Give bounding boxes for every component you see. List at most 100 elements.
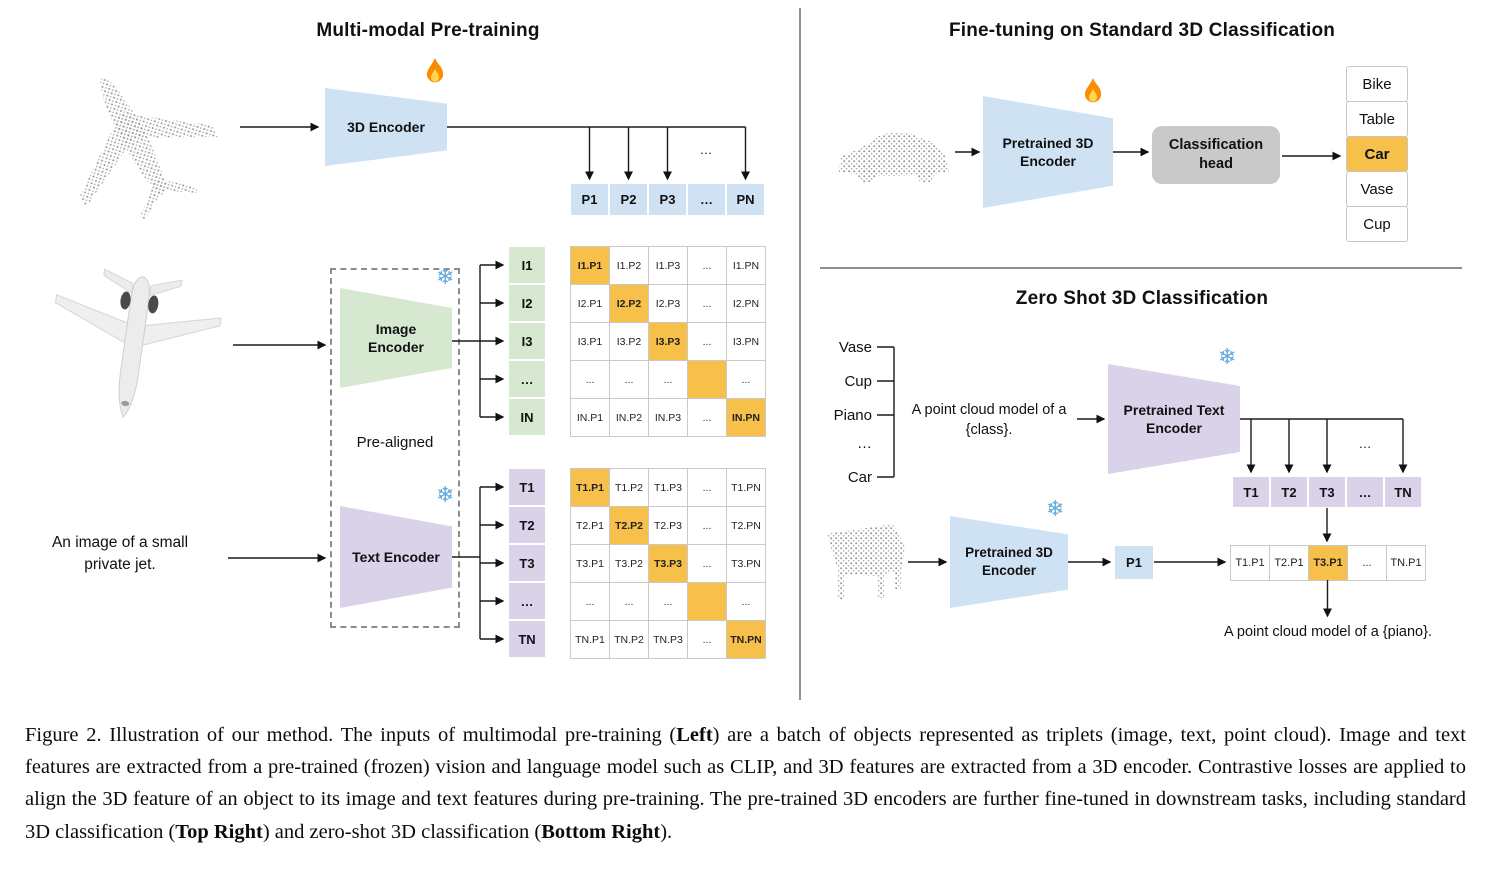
class-cell: Vase <box>1346 171 1408 207</box>
pretrained-text-encoder-label: Pretrained Text Encoder <box>1123 401 1225 436</box>
t-cell: TN <box>1384 476 1422 508</box>
matrix-cell: ... <box>688 323 727 361</box>
airplane-photo-image <box>54 268 222 419</box>
class-label: Piano <box>833 407 872 424</box>
matrix-cell: ... <box>610 583 649 621</box>
matrix-cell: IN.P3 <box>649 399 688 437</box>
i-feature-column: I1 I2 I3 … IN <box>508 246 546 436</box>
matrix-cell: I3.P1 <box>571 323 610 361</box>
image-encoder-label: Image Encoder <box>367 320 424 355</box>
encoder-3d: 3D Encoder <box>325 88 447 166</box>
class-list: Bike Table Car Vase Cup <box>1346 66 1408 242</box>
matrix-cell: I3.P2 <box>610 323 649 361</box>
piano-pointcloud-image <box>827 524 905 600</box>
matrix-cell: T2.P2 <box>610 507 649 545</box>
matrix-cell: ... <box>571 361 610 399</box>
t-cell: T3 <box>1308 476 1346 508</box>
image-encoder: Image Encoder <box>340 288 452 388</box>
p-cell: … <box>687 183 726 216</box>
similarity-cell: T1.P1 <box>1231 546 1270 581</box>
matrix-cell: I1.PN <box>727 247 766 285</box>
matrix-cell: T1.PN <box>727 469 766 507</box>
matrix-cell <box>688 583 727 621</box>
encoder-3d-shape <box>325 88 447 166</box>
matrix-cell: ... <box>688 507 727 545</box>
figure-caption: Figure 2. Illustration of our method. Th… <box>25 719 1466 848</box>
matrix-cell: I1.P3 <box>649 247 688 285</box>
matrix-cell: ... <box>688 285 727 323</box>
matrix-cell: T2.P1 <box>571 507 610 545</box>
t-cell: … <box>508 582 546 620</box>
class-label: Car <box>847 469 872 486</box>
pretrained-3d-encoder-zeroshot-label: Pretrained 3D Encoder <box>965 545 1053 578</box>
class-cell-highlighted: Car <box>1346 136 1408 172</box>
class-cell: Cup <box>1346 206 1408 242</box>
caption-text: Figure 2. Illustration of our method. Th… <box>25 724 677 746</box>
matrix-cell: TN.PN <box>727 621 766 659</box>
image-point-matrix: I1.P1 I1.P2 I1.P3 ... I1.PN I2.P1 I2.P2 … <box>570 246 766 437</box>
matrix-cell: I2.P1 <box>571 285 610 323</box>
i-cell: I3 <box>508 322 546 360</box>
t-cell: T1 <box>508 468 546 506</box>
p-cell: P3 <box>648 183 687 216</box>
caption-bold-left: Left <box>676 724 713 746</box>
t-cell: T3 <box>508 544 546 582</box>
matrix-cell: ... <box>727 583 766 621</box>
matrix-cell: ... <box>610 361 649 399</box>
similarity-cell: TN.P1 <box>1387 546 1426 581</box>
ellipsis-label: … <box>1358 436 1372 451</box>
i-cell: I2 <box>508 284 546 322</box>
text-encoder-label: Text Encoder <box>352 548 440 565</box>
matrix-cell: T3.P3 <box>649 545 688 583</box>
prompt-text: A point cloud model of a {class}. <box>911 402 1067 439</box>
matrix-cell: T1.P1 <box>571 469 610 507</box>
matrix-cell: TN.P1 <box>571 621 610 659</box>
caption-bold-bottom-right: Bottom Right <box>541 820 661 843</box>
matrix-cell: T1.P2 <box>610 469 649 507</box>
p1-cell: P1 <box>1114 545 1154 580</box>
class-label: Vase <box>838 339 872 356</box>
pre-aligned-label: Pre-aligned <box>356 434 434 451</box>
similarity-cell: ... <box>1348 546 1387 581</box>
matrix-cell: I2.P2 <box>610 285 649 323</box>
pre-aligned-box <box>330 268 460 628</box>
class-label: … <box>857 435 872 452</box>
class-cell: Bike <box>1346 66 1408 102</box>
matrix-cell: ... <box>649 583 688 621</box>
matrix-cell: IN.PN <box>727 399 766 437</box>
matrix-cell: IN.P2 <box>610 399 649 437</box>
input-text: An image of a small private jet. <box>51 534 189 573</box>
matrix-cell: I3.PN <box>727 323 766 361</box>
matrix-cell: ... <box>649 361 688 399</box>
matrix-cell: ... <box>688 621 727 659</box>
t-cell: T2 <box>508 506 546 544</box>
i-cell: … <box>508 360 546 398</box>
p-cell: PN <box>726 183 765 216</box>
top-right-title: Fine-tuning on Standard 3D Classificatio… <box>948 20 1336 41</box>
snowflake-icon: ❄ <box>436 482 455 507</box>
classification-head-label: Classification head <box>1168 137 1264 172</box>
matrix-cell: I3.P3 <box>649 323 688 361</box>
p-cell: P1 <box>570 183 609 216</box>
i-cell: IN <box>508 398 546 436</box>
matrix-cell: I2.P3 <box>649 285 688 323</box>
car-pointcloud-image <box>839 132 949 183</box>
snowflake-icon: ❄ <box>1046 496 1065 521</box>
t-cell: T2 <box>1270 476 1308 508</box>
matrix-cell: T1.P3 <box>649 469 688 507</box>
matrix-cell: ... <box>571 583 610 621</box>
caption-bold-top-right: Top Right <box>175 820 263 843</box>
matrix-cell: ... <box>688 247 727 285</box>
matrix-cell: T3.P1 <box>571 545 610 583</box>
matrix-cell: T2.PN <box>727 507 766 545</box>
matrix-cell: T3.P2 <box>610 545 649 583</box>
t-cell: T1 <box>1232 476 1270 508</box>
t-feature-row: T1 T2 T3 … TN <box>1232 476 1422 508</box>
classification-head: Classification head <box>1152 126 1280 184</box>
matrix-cell: I1.P2 <box>610 247 649 285</box>
bottom-right-title: Zero Shot 3D Classification <box>1015 288 1269 309</box>
matrix-cell: TN.P2 <box>610 621 649 659</box>
matrix-cell <box>688 361 727 399</box>
matrix-cell: ... <box>688 399 727 437</box>
